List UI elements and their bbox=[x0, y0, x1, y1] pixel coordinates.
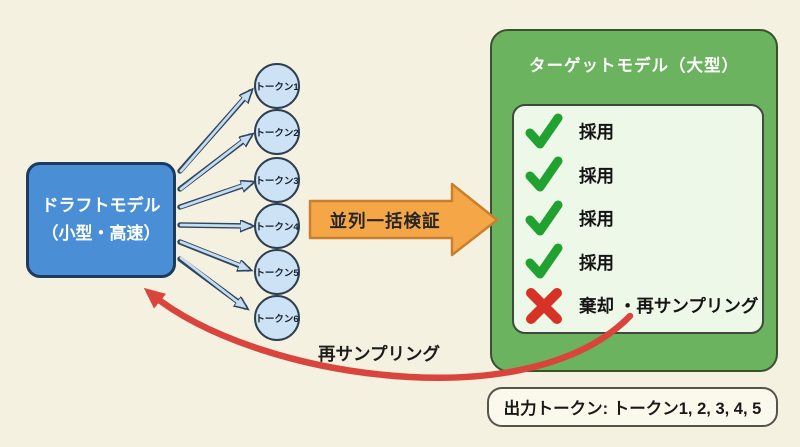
verification-label: 棄却 ・再サンプリング bbox=[579, 296, 759, 317]
target-model-title: ターゲットモデル（大型） bbox=[529, 57, 739, 75]
parallel-verification-label: 並列一括検証 bbox=[329, 211, 441, 231]
token-label: トークン1 bbox=[255, 82, 299, 93]
check-icon bbox=[525, 243, 563, 279]
token-circle-2: トークン2 bbox=[254, 109, 300, 155]
verification-label: 採用 bbox=[579, 122, 614, 143]
draft-model-title-line2: （小型・高速） bbox=[41, 224, 161, 243]
token-circle-6: トークン6 bbox=[254, 295, 300, 341]
verification-label: 採用 bbox=[579, 165, 614, 186]
token-circle-5: トークン5 bbox=[254, 249, 300, 295]
verification-row: 採用 bbox=[522, 241, 762, 285]
token-circle-4: トークン4 bbox=[254, 203, 300, 249]
verification-label: 採用 bbox=[579, 209, 614, 230]
verification-row: 採用 bbox=[522, 197, 762, 241]
resampling-label: 再サンプリング bbox=[318, 344, 440, 364]
token-label: トークン5 bbox=[255, 268, 299, 279]
token-label: トークン4 bbox=[255, 222, 299, 233]
check-icon bbox=[525, 200, 563, 236]
verification-label: 採用 bbox=[579, 252, 614, 273]
check-icon bbox=[525, 156, 563, 192]
target-model-box: ターゲットモデル（大型） 採用 採用 採用 bbox=[490, 29, 778, 372]
draft-model-box: ドラフトモデル （小型・高速） bbox=[26, 162, 176, 278]
fan-arrow-outlines bbox=[177, 92, 251, 307]
cross-icon bbox=[526, 287, 562, 324]
output-tokens-label: 出力トークン: トークン1, 2, 3, 4, 5 bbox=[503, 400, 762, 418]
check-icon bbox=[525, 113, 563, 149]
verification-panel: 採用 採用 採用 採用 bbox=[512, 104, 764, 334]
token-circle-1: トークン1 bbox=[254, 63, 300, 109]
token-label: トークン3 bbox=[255, 176, 299, 187]
token-label: トークン6 bbox=[255, 314, 299, 325]
token-circle-3: トークン3 bbox=[254, 157, 300, 203]
token-label: トークン2 bbox=[255, 128, 299, 139]
fan-arrow-fills bbox=[179, 95, 247, 305]
draft-model-title-line1: ドラフトモデル bbox=[41, 195, 161, 215]
output-tokens-box: 出力トークン: トークン1, 2, 3, 4, 5 bbox=[487, 387, 778, 427]
verification-row: 棄却 ・再サンプリング bbox=[522, 284, 762, 328]
verification-row: 採用 bbox=[522, 110, 762, 154]
verification-row: 採用 bbox=[522, 154, 762, 198]
